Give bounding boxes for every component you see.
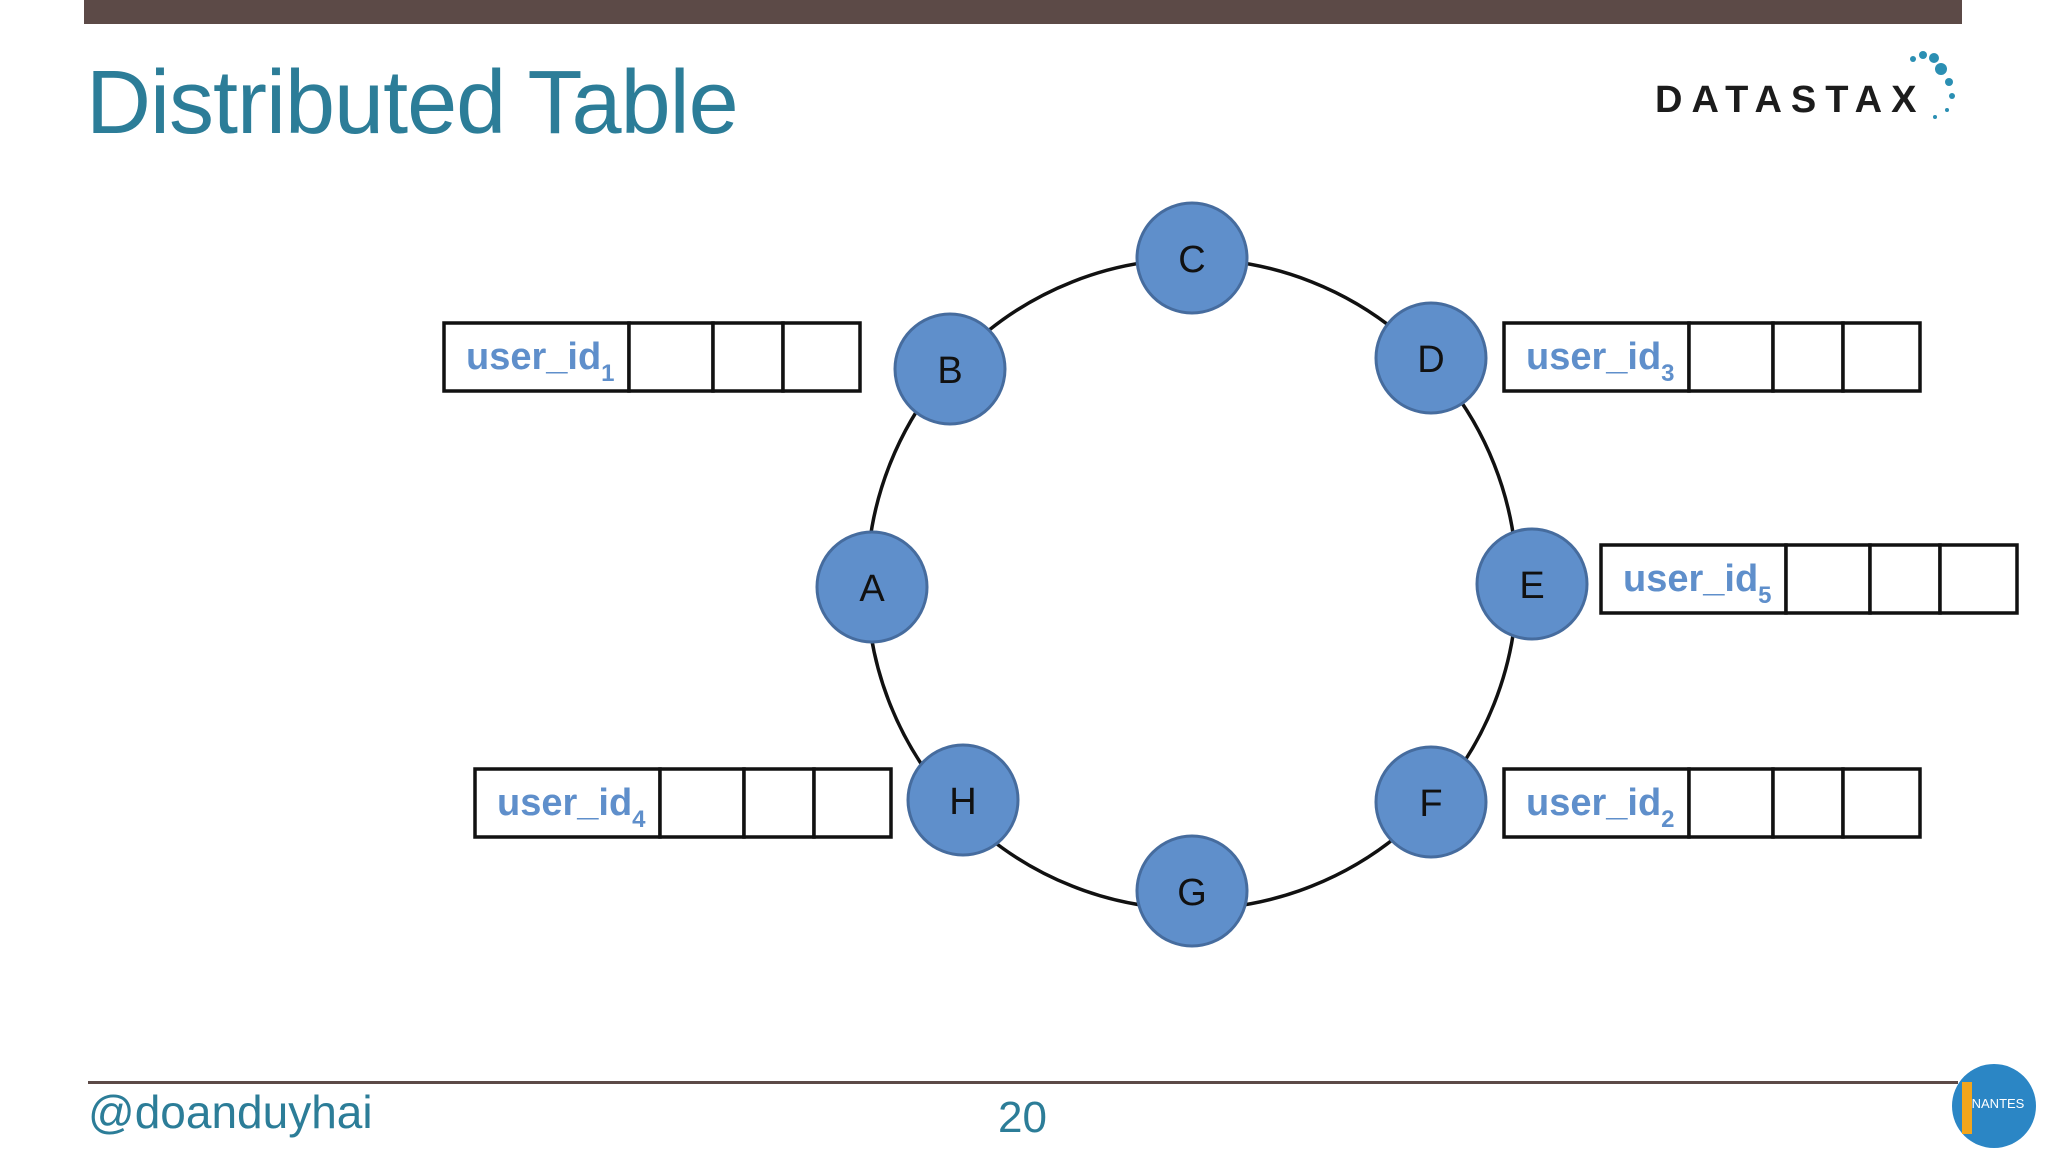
row-key-subscript: 2 [1661, 806, 1674, 833]
node-d: D [1374, 301, 1488, 415]
node-circle-b [893, 312, 1007, 426]
node-circle-a [815, 530, 929, 644]
row-key-cell [1599, 543, 1788, 615]
footer-divider [88, 1081, 1958, 1084]
node-circle-f [1374, 745, 1488, 859]
row-value-cell [1771, 321, 1845, 393]
node-c: C [1135, 201, 1249, 315]
row-value-cell [781, 321, 862, 393]
row-value-cell [742, 767, 816, 839]
logo-text: DATASTAX [1655, 79, 1925, 121]
row-value-cell [1687, 321, 1775, 393]
badge-mark [1962, 1082, 1972, 1134]
row-value-cell [1771, 767, 1845, 839]
logo-dot [1919, 51, 1927, 59]
node-label-e: E [1519, 565, 1544, 607]
node-g: G [1135, 834, 1249, 948]
partition-row-f: user_id2 [1502, 767, 1922, 839]
row-value-cell [711, 321, 785, 393]
partition-row-h: user_id4 [473, 767, 893, 839]
node-label-g: G [1177, 872, 1207, 914]
row-key-text: user_id [1526, 336, 1661, 378]
node-b: B [893, 312, 1007, 426]
row-value-cell [627, 321, 715, 393]
row-key-subscript: 3 [1661, 360, 1674, 387]
node-circle-e [1475, 527, 1589, 641]
row-key-text: user_id [1623, 558, 1758, 600]
row-value-cell [1938, 543, 2019, 615]
row-key-subscript: 1 [601, 360, 614, 387]
node-e: E [1475, 527, 1589, 641]
row-key-label: user_id1 [466, 336, 615, 387]
nodes-layer: C D E F G H A B [815, 201, 1589, 948]
partition-row-d: user_id3 [1502, 321, 1922, 393]
badge-circle [1952, 1064, 2036, 1148]
partition-row-b: user_id1 [442, 321, 862, 393]
row-key-cell [1502, 321, 1691, 393]
partition-row-e: user_id5 [1599, 543, 2019, 615]
row-key-label: user_id5 [1623, 558, 1772, 609]
row-key-text: user_id [497, 782, 632, 824]
node-label-a: A [859, 568, 885, 610]
node-circle-g [1135, 834, 1249, 948]
conference-badge: NANTES [1952, 1064, 2036, 1148]
row-key-label: user_id4 [497, 782, 646, 833]
node-circle-h [906, 743, 1020, 857]
slide-title: Distributed Table [86, 53, 739, 153]
node-label-c: C [1178, 239, 1205, 281]
node-circle-c [1135, 201, 1249, 315]
row-key-text: user_id [466, 336, 601, 378]
row-key-subscript: 4 [632, 806, 646, 833]
logo-dot [1910, 56, 1916, 62]
twitter-handle[interactable]: @doanduyhai [88, 1086, 373, 1138]
logo-dot [1933, 115, 1937, 119]
row-key-cell [473, 767, 662, 839]
badge-text: NANTES [1972, 1096, 2025, 1111]
datastax-logo: DATASTAX [1655, 51, 1955, 121]
page-number: 20 [998, 1093, 1047, 1142]
node-label-h: H [949, 781, 976, 823]
row-value-cell [812, 767, 893, 839]
logo-dot [1945, 78, 1953, 86]
row-value-cell [1784, 543, 1872, 615]
node-label-b: B [937, 350, 962, 392]
logo-dot [1929, 53, 1939, 63]
row-key-text: user_id [1526, 782, 1661, 824]
node-label-d: D [1417, 339, 1444, 381]
node-h: H [906, 743, 1020, 857]
logo-dot [1945, 108, 1949, 112]
row-value-cell [658, 767, 746, 839]
node-f: F [1374, 745, 1488, 859]
row-value-cell [1841, 767, 1922, 839]
row-key-cell [442, 321, 631, 393]
node-label-f: F [1419, 783, 1442, 825]
logo-dot [1949, 93, 1955, 99]
row-key-label: user_id2 [1526, 782, 1675, 833]
row-value-cell [1868, 543, 1942, 615]
row-value-cell [1687, 767, 1775, 839]
row-key-label: user_id3 [1526, 336, 1675, 387]
logo-dot [1935, 63, 1947, 75]
node-circle-d [1374, 301, 1488, 415]
node-a: A [815, 530, 929, 644]
row-value-cell [1841, 321, 1922, 393]
top-bar [84, 0, 1962, 24]
row-key-subscript: 5 [1758, 582, 1771, 609]
